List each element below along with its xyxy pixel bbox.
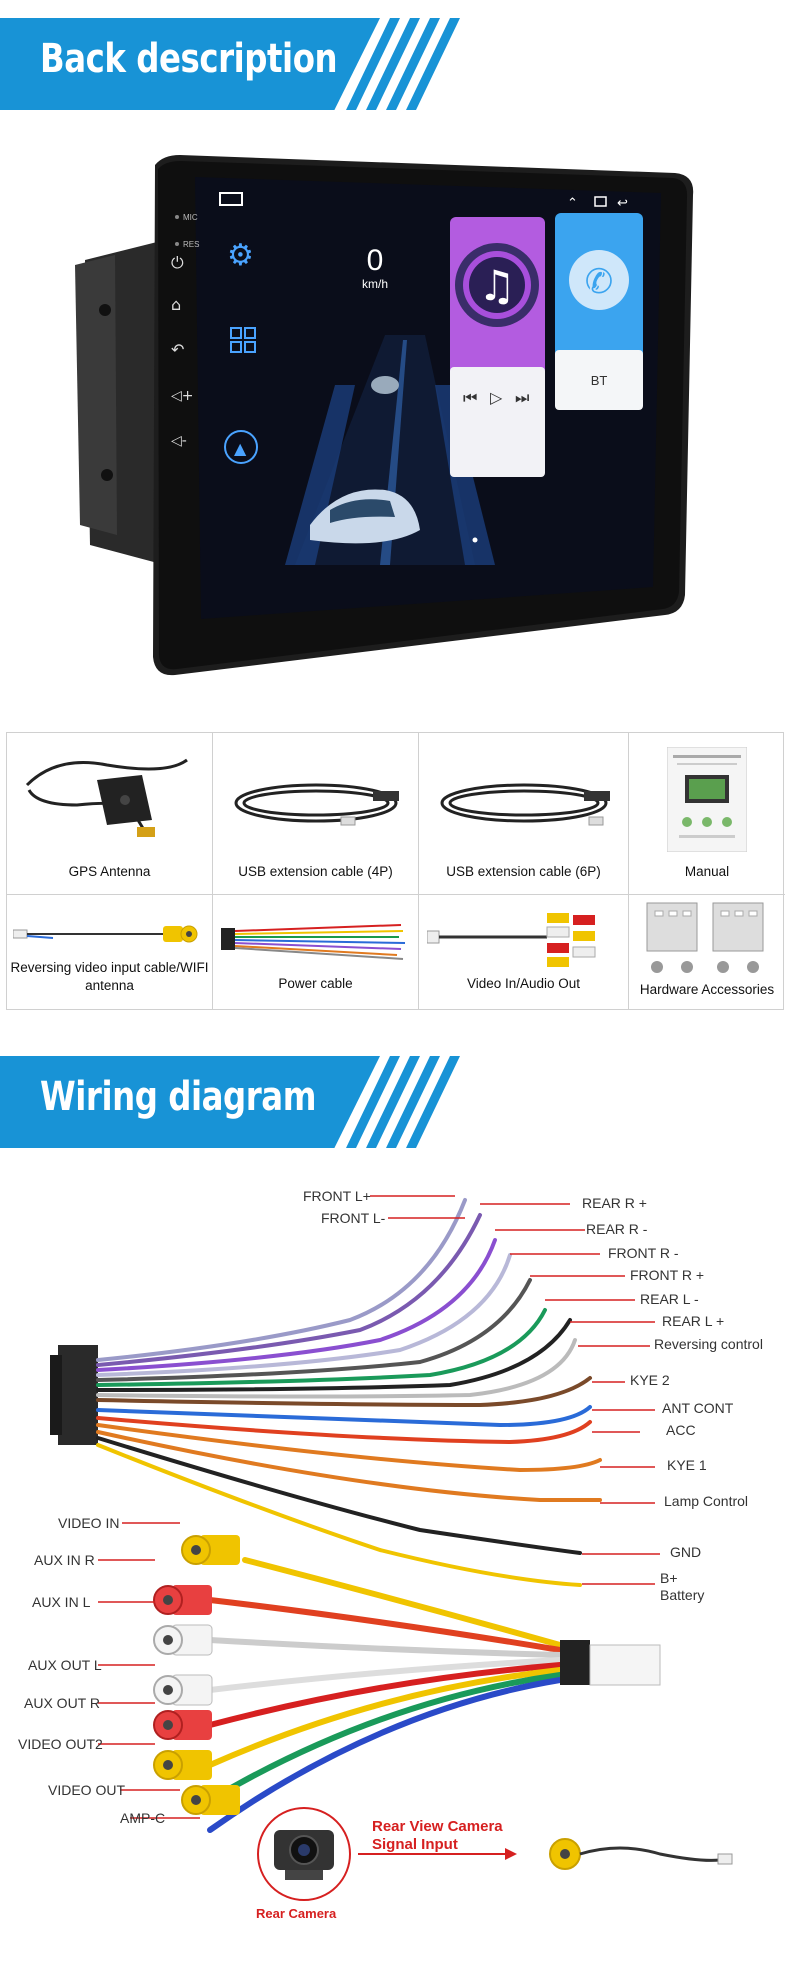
section-title: Wiring diagram xyxy=(40,1074,317,1120)
accessory-gps-antenna: GPS Antenna xyxy=(7,733,213,895)
label-lamp-control: Lamp Control xyxy=(664,1493,749,1509)
label-video-out: VIDEO OUT xyxy=(48,1782,126,1798)
label-video-out2: VIDEO OUT2 xyxy=(18,1736,103,1752)
mic-label: MIC xyxy=(183,213,198,222)
label-reversing-control: Reversing control xyxy=(654,1336,763,1352)
svg-text:▲: ▲ xyxy=(234,439,247,458)
label-aux-out-r: AUX OUT R xyxy=(24,1695,100,1711)
label-ant-cont: ANT CONT xyxy=(662,1400,734,1416)
power-cable-image xyxy=(221,924,406,960)
rear-camera-title-line2: Signal Input xyxy=(372,1836,458,1853)
label-rear-r-minus: REAR R - xyxy=(586,1221,648,1237)
bt-label: BT xyxy=(591,373,608,388)
car-stereo-device: ♫ ⏮ ▷ ⏭ ✆ BT ⌃ ↩ 0 km/h ⚙ ▲ MIC RES ⏻ ⌂ … xyxy=(75,155,694,676)
accessory-manual: Manual xyxy=(629,733,785,895)
label-aux-out-l: AUX OUT L xyxy=(28,1657,102,1673)
svg-text:⌂: ⌂ xyxy=(171,295,181,314)
svg-text:⏮: ⏮ xyxy=(463,388,477,407)
section-title: Back description xyxy=(40,36,338,82)
reversing-cable-image xyxy=(13,925,198,943)
accessory-reversing-video-cable: Reversing video input cable/WIFI antenna xyxy=(7,895,213,1009)
svg-text:↶: ↶ xyxy=(171,340,184,359)
manual-image xyxy=(667,747,747,852)
svg-text:◁+: ◁+ xyxy=(171,388,194,404)
accessory-label: USB extension cable (6P) xyxy=(446,864,601,879)
speed-unit: km/h xyxy=(362,277,388,291)
accessory-power-cable: Power cable xyxy=(213,895,419,1009)
rear-camera-title-line1: Rear View Camera xyxy=(372,1818,503,1835)
svg-text:⏻: ⏻ xyxy=(171,253,184,272)
accessory-usb-6p: USB extension cable (6P) xyxy=(419,733,629,895)
svg-text:✆: ✆ xyxy=(585,262,614,302)
accessory-label: Reversing video input cable/WIFI antenna xyxy=(10,960,209,993)
wiring-harness-drawing xyxy=(50,1195,733,1901)
accessory-label: GPS Antenna xyxy=(68,864,151,879)
accessory-label: USB extension cable (4P) xyxy=(238,864,393,879)
header-bar xyxy=(0,1056,380,1148)
usb-4p-image xyxy=(234,783,399,826)
accessory-label: Manual xyxy=(684,864,730,879)
header-stripes xyxy=(346,1056,460,1148)
speed-value: 0 xyxy=(367,244,384,277)
accessory-video-audio-cable: Video In/Audio Out xyxy=(419,895,629,1009)
label-rear-l-plus: REAR L + xyxy=(662,1313,725,1329)
label-front-l-minus: FRONT L- xyxy=(321,1210,386,1226)
svg-text:↩: ↩ xyxy=(617,196,628,211)
label-front-r-minus: FRONT R - xyxy=(608,1245,679,1261)
back-description-header: Back description xyxy=(0,18,790,110)
header-stripes xyxy=(346,18,460,110)
wiring-diagram-header: Wiring diagram xyxy=(0,1056,790,1148)
label-rear-r-plus: REAR R + xyxy=(582,1195,647,1211)
accessory-label: Hardware Accessories xyxy=(639,982,775,997)
accessory-usb-4p: USB extension cable (4P) xyxy=(213,733,419,895)
label-acc: ACC xyxy=(666,1422,696,1438)
rear-camera-label: Rear Camera xyxy=(256,1906,337,1921)
label-kye-1: KYE 1 xyxy=(667,1457,707,1473)
svg-text:⌃: ⌃ xyxy=(567,196,578,211)
rear-camera-title: Rear View Camera Signal Input xyxy=(372,1818,503,1854)
label-video-in: VIDEO IN xyxy=(58,1515,120,1531)
label-gnd: GND xyxy=(670,1544,702,1560)
svg-text:⏭: ⏭ xyxy=(515,388,529,407)
svg-text:◁-: ◁- xyxy=(171,433,187,449)
label-front-r-plus: FRONT R + xyxy=(630,1267,705,1283)
accessory-label: Video In/Audio Out xyxy=(466,976,581,991)
label-battery: Battery xyxy=(660,1587,705,1603)
header-bar xyxy=(0,18,380,110)
usb-6p-image xyxy=(440,783,610,826)
svg-text:♫: ♫ xyxy=(478,261,516,310)
gps-antenna-image xyxy=(25,758,188,837)
accessory-label: Power cable xyxy=(278,976,353,991)
label-front-l-plus: FRONT L+ xyxy=(303,1188,371,1204)
accessory-hardware: Hardware Accessories xyxy=(629,895,785,1009)
accessories-grid: GPS Antenna USB extension cable (4P) USB… xyxy=(6,732,785,1010)
res-label: RES xyxy=(183,240,199,249)
label-kye-2: KYE 2 xyxy=(630,1372,670,1388)
label-amp-c: AMP-C xyxy=(120,1810,166,1826)
svg-text:▷: ▷ xyxy=(490,388,503,407)
label-b-plus: B+ xyxy=(660,1570,678,1586)
label-aux-in-r: AUX IN R xyxy=(34,1552,95,1568)
label-aux-in-l: AUX IN L xyxy=(32,1594,91,1610)
label-rear-l-minus: REAR L - xyxy=(640,1291,699,1307)
hardware-image xyxy=(646,902,764,973)
video-audio-cable-image xyxy=(427,913,596,967)
svg-text:⚙: ⚙ xyxy=(227,238,254,273)
